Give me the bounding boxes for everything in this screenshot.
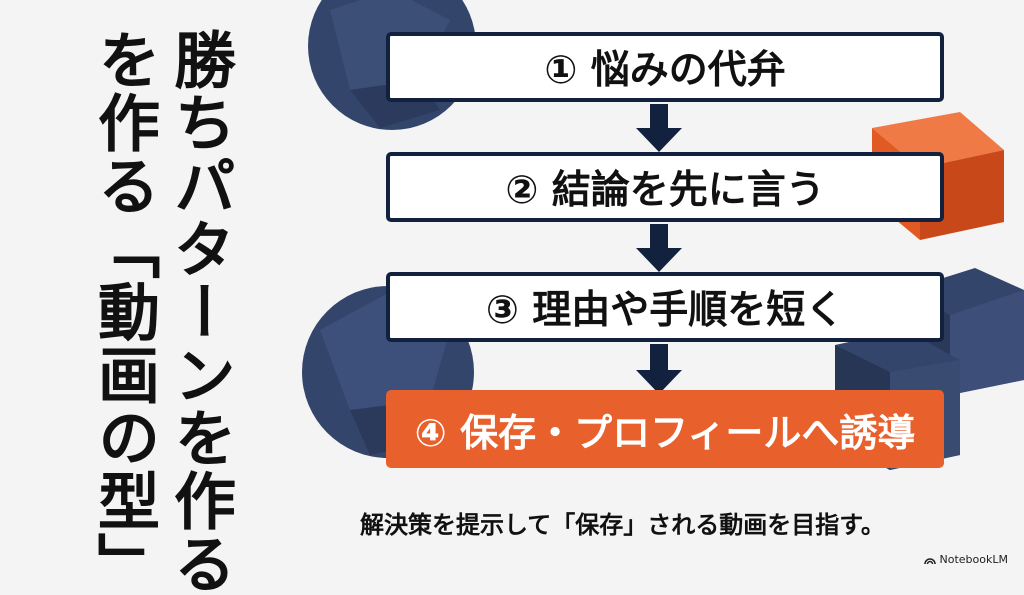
brand-watermark: NotebookLM (923, 553, 1008, 566)
step-1-label: ① 悩みの代弁 (544, 48, 786, 93)
step-2-label: ② 結論を先に言う (505, 168, 825, 213)
notebooklm-logo-icon (923, 557, 936, 564)
step-3-box: ③ 理由や手順を短く (386, 272, 944, 342)
brand-name: NotebookLM (939, 553, 1008, 566)
arrow-3-to-4 (636, 344, 682, 394)
step-4-label: ④ 保存・プロフィールへ誘導 (414, 410, 916, 455)
flow-arrows (636, 104, 682, 394)
arrow-1-to-2 (636, 104, 682, 152)
title-line-1: 勝ちパターンを作る (163, 28, 236, 595)
step-4-box: ④ 保存・プロフィールへ誘導 (386, 390, 944, 468)
step-2-box: ② 結論を先に言う (386, 152, 944, 222)
arrow-2-to-3 (636, 224, 682, 272)
title-line-2: を作る「動画の型」 (87, 28, 160, 595)
step-3-label: ③ 理由や手順を短く (485, 288, 845, 333)
step-1-box: ① 悩みの代弁 (386, 32, 944, 102)
caption-text: 解決策を提示して「保存」される動画を目指す。 (360, 511, 885, 539)
